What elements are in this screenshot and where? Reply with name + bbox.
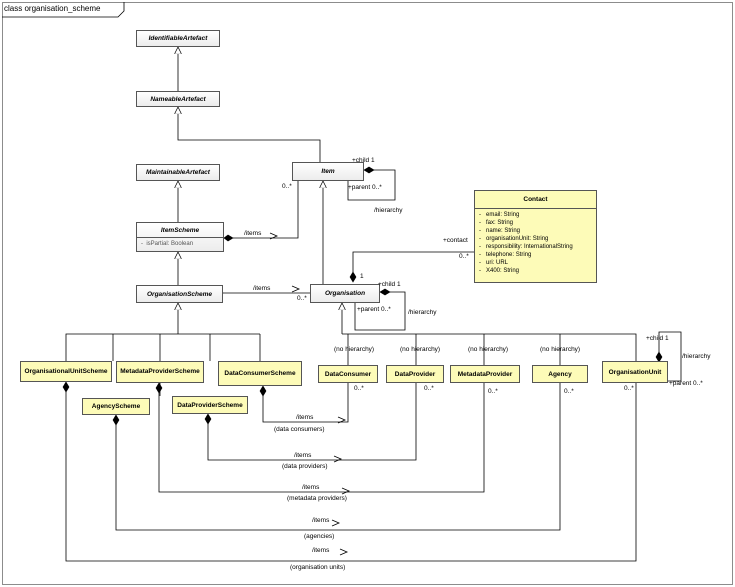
class-nameableartefact[interactable]: NameableArtefact <box>136 91 220 107</box>
class-identifiableartefact[interactable]: IdentifiableArtefact <box>136 30 220 47</box>
orgunitscheme-diamond <box>62 381 70 393</box>
class-name: DataConsumerScheme <box>224 370 296 377</box>
class-organisationunit[interactable]: OrganisationUnit <box>602 361 668 383</box>
multiplicity-label: 0..* <box>297 295 307 302</box>
class-dataproviderscheme[interactable]: DataProviderScheme <box>172 396 248 414</box>
association-label: /hierarchy <box>682 353 711 360</box>
class-organisationalunitscheme[interactable]: OrganisationalUnitScheme <box>20 361 112 382</box>
multiplicity-label: 1 <box>360 273 364 280</box>
multiplicity-label: 0..* <box>424 385 434 392</box>
dataconsumerscheme-diamond <box>259 385 267 397</box>
organisation-hierarchy-diamond <box>379 288 391 296</box>
class-metadataproviderscheme[interactable]: MetadataProviderScheme <box>116 361 204 383</box>
association-label: /items <box>253 285 271 292</box>
role-label: +parent 0..* <box>357 306 391 313</box>
itemscheme-composition-diamond <box>223 234 234 242</box>
multiplicity-label: 0..* <box>354 385 364 392</box>
role-label: +child 1 <box>378 281 401 288</box>
role-label: +parent 0..* <box>669 380 703 387</box>
role-label: +child 1 <box>352 157 375 164</box>
constraint-label: (no hierarchy) <box>540 346 581 353</box>
class-organisationscheme[interactable]: OrganisationScheme <box>136 285 223 303</box>
class-dataconsumerscheme[interactable]: DataConsumerScheme <box>218 361 302 386</box>
attribute: - telephone: String <box>479 252 532 258</box>
class-metadataprovider[interactable]: MetadataProvider <box>450 365 520 383</box>
attribute: - name: String <box>479 228 521 234</box>
multiplicity-label: 0..* <box>564 388 574 395</box>
class-name: MetadataProviderScheme <box>120 368 200 375</box>
multiplicity-label: 0..* <box>282 183 292 190</box>
constraint-label: (no hierarchy) <box>400 346 441 353</box>
attribute: - uri: URL <box>479 260 509 266</box>
attribute-list: - isPartial: Boolean <box>137 237 223 250</box>
multiplicity-label: 0..* <box>624 385 634 392</box>
metadataproviderscheme-diamond <box>155 382 163 394</box>
item-generalization <box>178 107 321 162</box>
multiplicity-label: 0..* <box>488 388 498 395</box>
attribute: - responsibility: InternationalString <box>479 244 573 250</box>
contact-composition-diamond <box>349 271 357 283</box>
class-dataconsumer[interactable]: DataConsumer <box>318 365 378 383</box>
class-agency[interactable]: Agency <box>532 365 588 383</box>
class-name: IdentifiableArtefact <box>148 35 208 42</box>
association-note: (agencies) <box>304 533 335 540</box>
constraint-label: (no hierarchy) <box>334 346 375 353</box>
association-note: (data providers) <box>282 463 328 470</box>
title-tab <box>2 2 125 18</box>
class-name: OrganisationUnit <box>608 369 662 376</box>
class-contact[interactable]: Contact - email: String - fax: String - … <box>474 190 597 283</box>
role-label: +child 1 <box>646 335 669 342</box>
class-name: Organisation <box>324 290 366 297</box>
class-name: Contact <box>523 196 548 203</box>
association-label: /hierarchy <box>374 207 403 214</box>
class-dataprovider[interactable]: DataProvider <box>386 365 444 383</box>
class-itemscheme[interactable]: ItemScheme - isPartial: Boolean <box>136 222 224 252</box>
association-label: /items <box>244 230 262 237</box>
attribute-list: - email: String - fax: String - name: St… <box>475 208 596 277</box>
class-name: DataProvider <box>394 371 436 378</box>
association-label: /items <box>296 414 314 421</box>
class-name: OrganisationalUnitScheme <box>24 368 108 375</box>
attribute: - email: String <box>479 212 520 218</box>
association-label: /items <box>312 547 330 554</box>
class-name: NameableArtefact <box>150 96 206 103</box>
role-label: +contact <box>443 237 468 244</box>
class-name: ItemScheme <box>160 227 200 234</box>
diagram-title: class organisation_scheme <box>4 4 101 13</box>
class-name: DataProviderScheme <box>177 402 243 409</box>
attribute: - fax: String <box>479 220 514 226</box>
agencyscheme-diamond <box>112 414 120 426</box>
class-organisation[interactable]: Organisation <box>310 284 380 303</box>
constraint-label: (no hierarchy) <box>468 346 509 353</box>
class-maintainableartefact[interactable]: MaintainableArtefact <box>136 164 220 181</box>
attribute: - isPartial: Boolean <box>141 241 194 247</box>
association-label: /items <box>294 452 312 459</box>
association-note: (organisation units) <box>290 564 346 571</box>
class-agencyscheme[interactable]: AgencyScheme <box>82 398 150 415</box>
class-item[interactable]: Item <box>292 162 364 181</box>
class-name: MaintainableArtefact <box>146 169 210 176</box>
item-hierarchy-diamond <box>363 166 375 174</box>
class-name: OrganisationScheme <box>146 291 213 298</box>
class-name: AgencyScheme <box>91 403 141 410</box>
class-name: Agency <box>548 371 572 378</box>
attribute: - organisationUnit: String <box>479 236 549 242</box>
association-label: /items <box>302 484 320 491</box>
class-name: DataConsumer <box>324 371 372 378</box>
class-name: MetadataProvider <box>457 371 513 378</box>
dataproviderscheme-diamond <box>204 413 212 425</box>
association-note: (metadata providers) <box>287 495 347 502</box>
association-note: (data consumers) <box>274 426 325 433</box>
class-name: Item <box>321 168 335 175</box>
multiplicity-label: 0..* <box>459 253 469 260</box>
association-label: /items <box>312 517 330 524</box>
association-label: /hierarchy <box>408 309 437 316</box>
attribute: - X400: String <box>479 268 520 274</box>
role-label: +parent 0..* <box>348 184 382 191</box>
